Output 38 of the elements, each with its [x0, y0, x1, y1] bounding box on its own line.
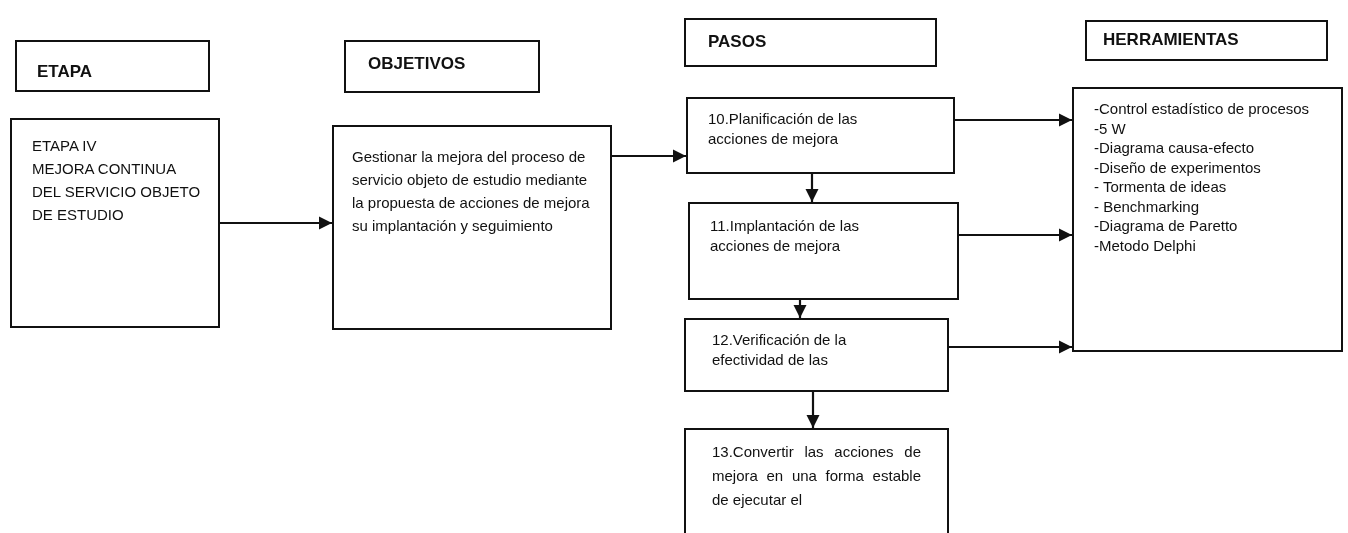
header-text: ETAPA [37, 62, 94, 82]
box-text: 10.Planificación de las acciones de mejora [708, 109, 859, 149]
header-text: HERRAMIENTAS [1103, 30, 1240, 50]
arrow [220, 216, 332, 230]
box-text: -5 W [1094, 118, 1127, 138]
column-header [15, 40, 210, 92]
process-box [688, 202, 959, 300]
box-text: Gestionar la mejora del proceso de servicio objeto de estudio mediante la propuesta de acciones de mejora su implantación y seguimiento [352, 147, 590, 236]
box-text: MEJORA CONTINUA DEL SERVICIO OBJETO DE ESTUDIO [32, 159, 202, 225]
arrow [793, 300, 807, 318]
box-text: 13.Convertir las acciones de mejora en una forma estable de ejecutar el [712, 442, 921, 510]
process-box [684, 428, 949, 533]
arrow [806, 392, 820, 428]
arrow [612, 149, 686, 163]
process-box [684, 318, 949, 392]
arrow [949, 340, 1072, 354]
column-header [684, 18, 937, 67]
box-text: ETAPA IV [32, 136, 98, 156]
process-box [686, 97, 955, 174]
box-text: -Diagrama de Paretto [1094, 216, 1239, 236]
box-text: - Tormenta de ideas [1094, 177, 1228, 197]
box-text: - Benchmarking [1094, 196, 1201, 216]
box-text: 12.Verificación de la efectividad de las [712, 330, 848, 370]
process-box [1072, 87, 1343, 352]
column-header [344, 40, 540, 93]
box-text: -Control estadístico de procesos [1094, 99, 1311, 119]
header-text: OBJETIVOS [368, 54, 467, 74]
arrow [959, 228, 1072, 242]
arrow [955, 113, 1072, 127]
box-text: -Diseño de experimentos [1094, 157, 1262, 177]
box-text: 11.Implantación de las acciones de mejora [710, 216, 860, 256]
box-text: -Diagrama causa-efecto [1094, 138, 1256, 158]
header-text: PASOS [708, 32, 768, 52]
process-box [332, 125, 612, 330]
column-header [1085, 20, 1328, 61]
box-text: -Metodo Delphi [1094, 235, 1197, 255]
arrow [805, 174, 819, 202]
process-box [10, 118, 220, 328]
